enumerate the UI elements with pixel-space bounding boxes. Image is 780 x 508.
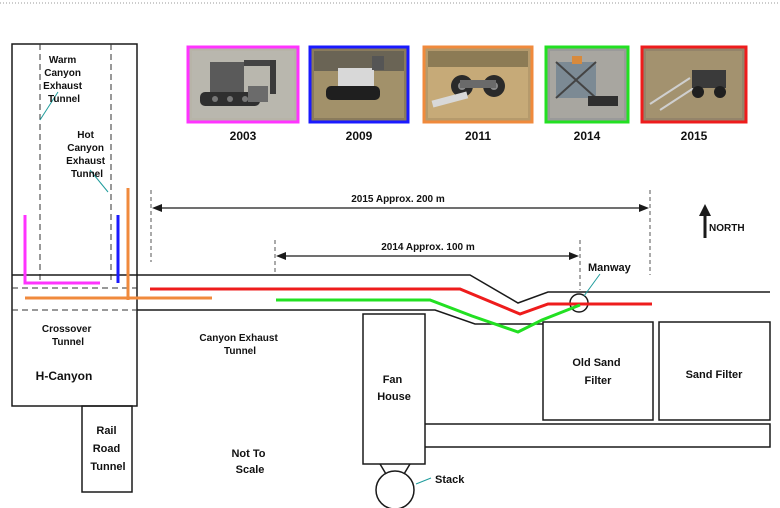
year-label-2003: 2003 — [230, 129, 257, 143]
path-2003 — [25, 215, 100, 283]
rail-road-label: Rail Road Tunnel — [90, 425, 125, 473]
manway-label: Manway — [588, 262, 632, 274]
h-canyon-label: H-Canyon — [36, 369, 93, 383]
canyon-exhaust-label: Canyon Exhaust Tunnel — [199, 333, 280, 357]
photo-2009 — [310, 47, 408, 122]
stack — [376, 471, 414, 508]
stack-leader — [416, 478, 431, 484]
path-2014 — [276, 300, 580, 332]
photo-2003 — [188, 47, 298, 122]
stack-label: Stack — [435, 474, 465, 486]
fan-house-label: Fan House — [377, 374, 411, 403]
photo-2015 — [642, 47, 746, 122]
old-sand-filter — [543, 322, 653, 420]
dim-2014-label: 2014 Approx. 100 m — [381, 242, 475, 253]
fan-house — [363, 314, 425, 464]
dim-2015-label: 2015 Approx. 200 m — [351, 194, 445, 205]
return-duct — [425, 424, 770, 447]
dim-2015-arrowhead-left — [152, 204, 162, 212]
year-label-2014: 2014 — [574, 129, 601, 143]
year-label-2009: 2009 — [346, 129, 373, 143]
stack-connector — [380, 464, 410, 474]
warm-canyon-label: Warm Canyon Exhaust Tunnel — [43, 55, 85, 105]
hot-canyon-label: Hot Canyon Exhaust Tunnel — [66, 130, 108, 180]
photo-2014 — [546, 47, 628, 122]
year-label-2015: 2015 — [681, 129, 708, 143]
not-to-scale-label: Not To Scale — [231, 448, 268, 476]
sand-filter-label: Sand Filter — [686, 369, 744, 381]
north-label: NORTH — [709, 223, 745, 234]
tunnel-bottom-wall — [137, 310, 543, 324]
crossover-label: Crossover Tunnel — [42, 324, 94, 348]
year-label-2011: 2011 — [465, 129, 491, 143]
old-sand-filter-label: Old Sand Filter — [572, 357, 623, 387]
photo-2011 — [424, 47, 532, 122]
dim-2014-arrowhead-left — [276, 252, 286, 260]
dim-2015-arrowhead-right — [639, 204, 649, 212]
dim-2014-arrowhead-right — [569, 252, 579, 260]
